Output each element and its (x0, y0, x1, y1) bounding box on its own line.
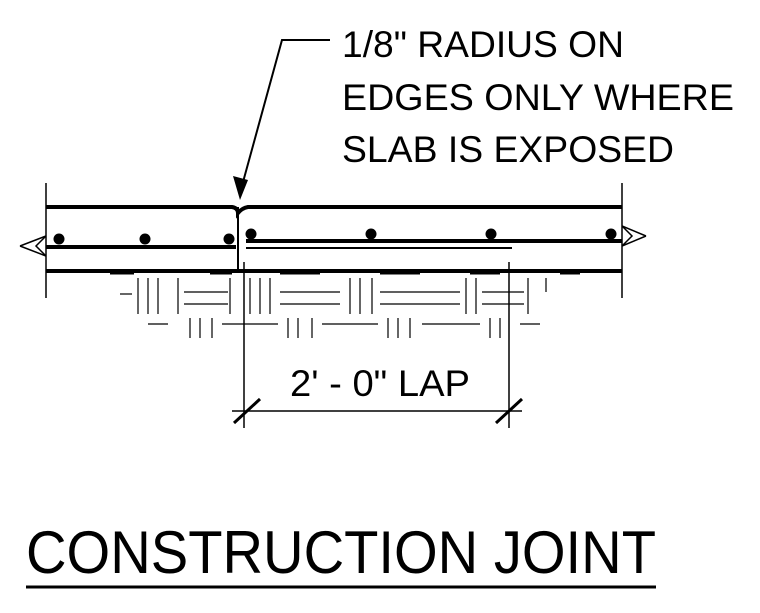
rebar-dot (223, 233, 235, 245)
rebar-dot (605, 228, 617, 240)
callout-line-2: EDGES ONLY WHERE (342, 77, 734, 118)
slab-outline (46, 205, 622, 273)
callout-line-3: SLAB IS EXPOSED (342, 129, 674, 170)
lap-dimension-label: 2' - 0" LAP (290, 363, 470, 404)
leader-line (239, 39, 330, 194)
rebar-dot (245, 228, 257, 240)
rebar-dot (53, 233, 65, 245)
rebar-dot (365, 228, 377, 240)
drawing-title: CONSTRUCTION JOINT (26, 519, 656, 586)
rebar-dot (485, 228, 497, 240)
dimension-tick-right (494, 397, 524, 425)
callout-leader (239, 39, 330, 194)
lap-dimension (232, 262, 524, 428)
rebar-dots (53, 228, 617, 245)
leader-arrowhead (233, 176, 248, 200)
slab-break-left (19, 183, 47, 298)
dimension-tick-left (232, 397, 262, 425)
rebar-dot (139, 233, 151, 245)
subgrade-hatch (110, 271, 580, 338)
slab-top-edge (46, 205, 622, 219)
reinforcing-bars (46, 239, 622, 249)
slab-break-right (621, 183, 647, 298)
callout-line-1: 1/8" RADIUS ON (342, 24, 624, 65)
